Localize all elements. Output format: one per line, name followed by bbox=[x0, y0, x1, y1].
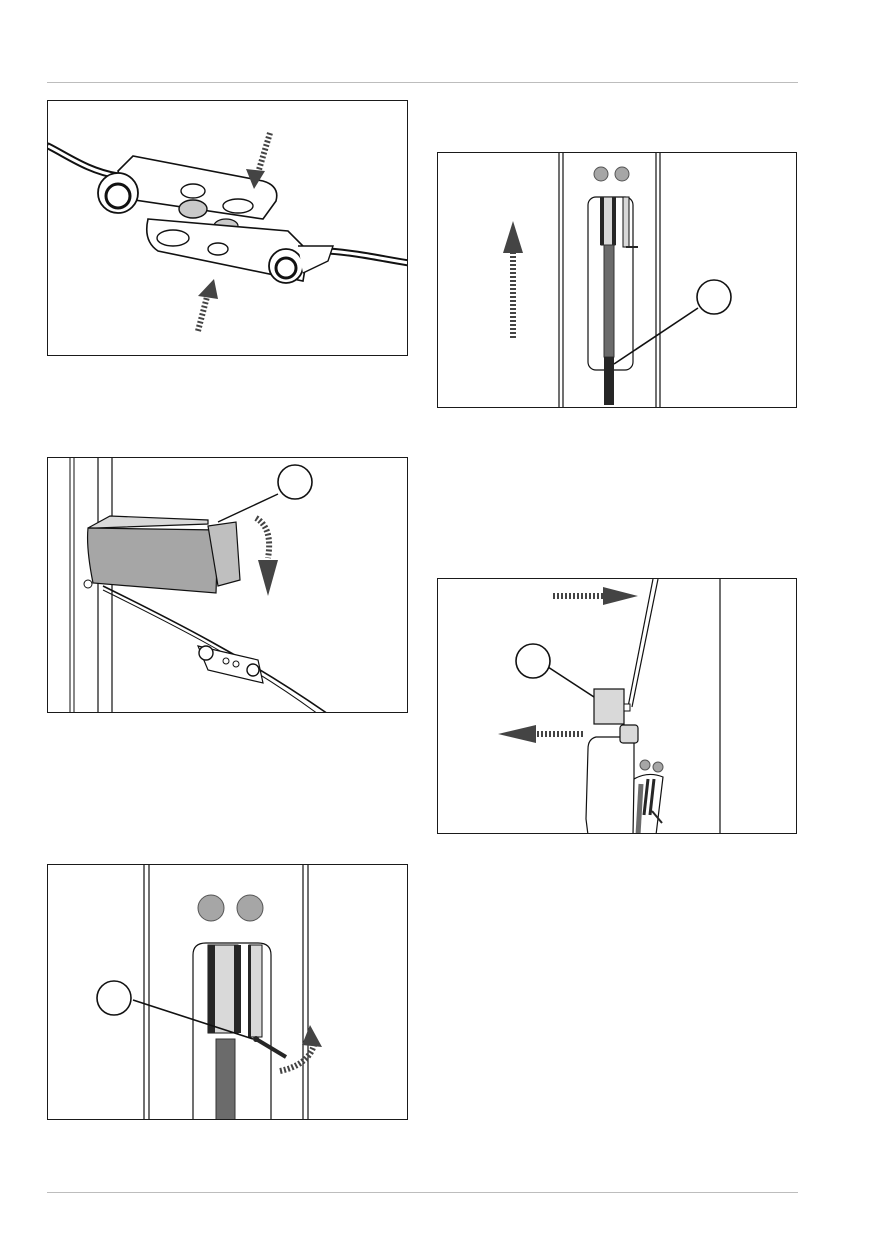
right-arrow-icon bbox=[553, 587, 638, 605]
callout-circle-icon bbox=[515, 643, 551, 679]
down-arrow-icon bbox=[254, 515, 278, 596]
figure-rail-rod bbox=[437, 152, 797, 408]
figure-slide-release bbox=[437, 578, 797, 834]
callout-circle-icon bbox=[96, 980, 132, 1016]
push-arrow-icon bbox=[195, 279, 218, 332]
callout-circle-icon bbox=[277, 464, 313, 500]
rotate-arrow-icon bbox=[279, 1025, 322, 1074]
left-arrow-icon bbox=[498, 725, 583, 743]
up-arrow-icon bbox=[503, 221, 523, 338]
bottom-rule bbox=[47, 1192, 798, 1193]
figure-clip-plates bbox=[47, 100, 408, 356]
figure-lever-rotate bbox=[47, 864, 408, 1120]
callout-circle-icon bbox=[696, 279, 732, 315]
top-rule bbox=[47, 82, 798, 83]
figure-hinged-cover bbox=[47, 457, 408, 713]
push-arrow-icon bbox=[246, 132, 273, 189]
